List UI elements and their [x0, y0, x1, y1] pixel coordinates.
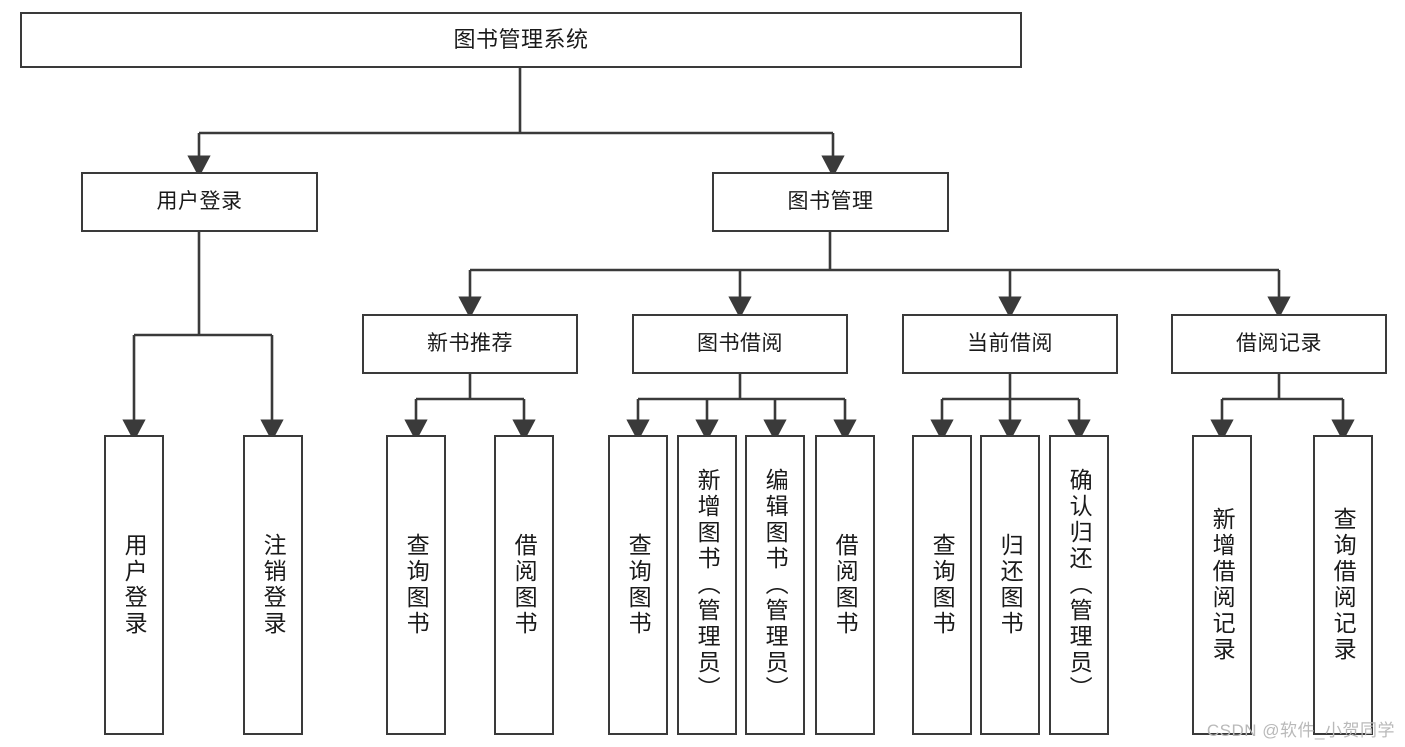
node-leaf-add-book-label: 新增图书（管理员） — [694, 468, 721, 702]
node-leaf-query-book-1[interactable]: 查询图书 — [386, 435, 446, 735]
node-leaf-add-borrow-record-label: 新增借阅记录 — [1209, 507, 1236, 663]
node-leaf-query-borrow-record-label: 查询借阅记录 — [1330, 507, 1357, 663]
node-leaf-query-book-3[interactable]: 查询图书 — [912, 435, 972, 735]
node-leaf-query-book-2-label: 查询图书 — [625, 533, 652, 637]
node-book-borrow-label: 图书借阅 — [697, 331, 783, 355]
node-new-book-recommend[interactable]: 新书推荐 — [362, 314, 578, 374]
node-leaf-borrow-book-1[interactable]: 借阅图书 — [494, 435, 554, 735]
node-leaf-add-borrow-record[interactable]: 新增借阅记录 — [1192, 435, 1252, 735]
node-leaf-add-book[interactable]: 新增图书（管理员） — [677, 435, 737, 735]
node-leaf-borrow-book-2-label: 借阅图书 — [832, 533, 859, 637]
node-current-borrow-label: 当前借阅 — [967, 331, 1053, 355]
node-leaf-query-book-3-label: 查询图书 — [929, 533, 956, 637]
node-leaf-logout-login[interactable]: 注销登录 — [243, 435, 303, 735]
node-leaf-query-book-1-label: 查询图书 — [403, 533, 430, 637]
node-user-login[interactable]: 用户登录 — [81, 172, 318, 232]
node-leaf-user-login[interactable]: 用户登录 — [104, 435, 164, 735]
node-leaf-return-book-label: 归还图书 — [997, 533, 1024, 637]
node-book-borrow[interactable]: 图书借阅 — [632, 314, 848, 374]
node-leaf-confirm-return[interactable]: 确认归还（管理员） — [1049, 435, 1109, 735]
node-leaf-user-login-label: 用户登录 — [121, 533, 148, 637]
node-leaf-logout-login-label: 注销登录 — [260, 533, 287, 637]
node-leaf-borrow-book-1-label: 借阅图书 — [511, 533, 538, 637]
node-book-manage[interactable]: 图书管理 — [712, 172, 949, 232]
watermark: CSDN @软件_小贺同学 — [1206, 721, 1395, 740]
node-root-label: 图书管理系统 — [453, 27, 589, 53]
node-user-login-label: 用户登录 — [156, 189, 243, 213]
node-new-book-recommend-label: 新书推荐 — [427, 331, 513, 355]
node-borrow-record-label: 借阅记录 — [1236, 331, 1322, 355]
node-leaf-return-book[interactable]: 归还图书 — [980, 435, 1040, 735]
node-leaf-edit-book-label: 编辑图书（管理员） — [762, 468, 789, 702]
node-leaf-borrow-book-2[interactable]: 借阅图书 — [815, 435, 875, 735]
node-leaf-query-book-2[interactable]: 查询图书 — [608, 435, 668, 735]
node-leaf-query-borrow-record[interactable]: 查询借阅记录 — [1313, 435, 1373, 735]
node-borrow-record[interactable]: 借阅记录 — [1171, 314, 1387, 374]
node-root[interactable]: 图书管理系统 — [20, 12, 1022, 68]
node-book-manage-label: 图书管理 — [787, 189, 874, 213]
node-current-borrow[interactable]: 当前借阅 — [902, 314, 1118, 374]
node-leaf-confirm-return-label: 确认归还（管理员） — [1066, 468, 1093, 702]
node-leaf-edit-book[interactable]: 编辑图书（管理员） — [745, 435, 805, 735]
